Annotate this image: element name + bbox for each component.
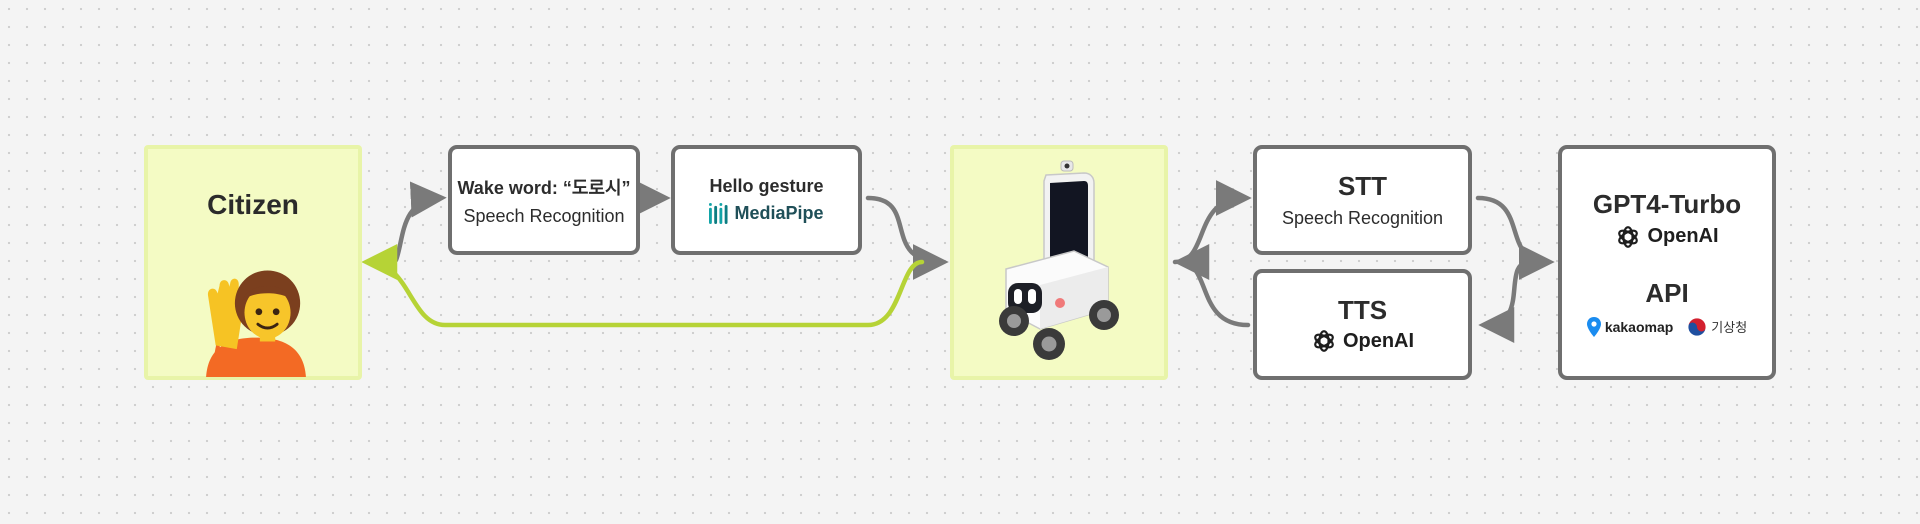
openai-icon <box>1618 225 1639 248</box>
hello-gesture-title: Hello gesture <box>709 176 824 196</box>
llm-api-box: GPT4-Turbo OpenAI API kakaomap 기상청 <box>1558 145 1776 380</box>
wake-word-subtitle: Speech Recognition <box>463 205 625 226</box>
stt-subtitle: Speech Recognition <box>1281 208 1444 228</box>
tts-box: TTS OpenAI <box>1253 269 1472 380</box>
arrow-gesture-to-robot <box>865 195 949 280</box>
kma-logo: 기상청 <box>1687 317 1747 337</box>
person-raising-hand-icon <box>206 270 306 377</box>
api-title: API <box>1645 277 1689 308</box>
stt-box: STT Speech Recognition <box>1253 145 1472 255</box>
arrow-robot-to-citizen <box>361 244 925 328</box>
arrow-stt-to-llm <box>1475 195 1555 280</box>
mediapipe-label: MediaPipe <box>734 203 824 223</box>
mediapipe-logo: MediaPipe <box>709 203 824 224</box>
robot-panel <box>950 145 1168 380</box>
arrow-robot-to-stt <box>1172 180 1252 265</box>
wake-word-title: Wake word: “도로시” <box>457 177 631 198</box>
kakaomap-label: kakaomap <box>1604 318 1674 335</box>
arrow-llm-to-tts <box>1478 259 1533 343</box>
tts-title: TTS <box>1337 295 1388 325</box>
tts-openai-logo: OpenAI <box>1311 328 1414 354</box>
citizen-panel: Citizen <box>144 145 362 380</box>
kma-label: 기상청 <box>1711 320 1748 335</box>
stt-title: STT <box>1337 171 1388 201</box>
gpt-openai-logo: OpenAI <box>1615 224 1719 250</box>
tts-openai-label: OpenAI <box>1342 329 1415 352</box>
gpt-title: GPT4-Turbo <box>1592 188 1742 219</box>
openai-icon <box>1314 330 1334 352</box>
robot-icon <box>999 160 1119 360</box>
api-logos: kakaomap 기상청 <box>1586 316 1747 337</box>
citizen-title: Citizen <box>207 189 299 220</box>
taegeuk-icon <box>1687 317 1707 336</box>
arrow-tts-to-robot <box>1173 244 1251 328</box>
arrow-citizen-to-wake <box>393 181 447 263</box>
kakaomap-logo: kakaomap <box>1586 316 1674 337</box>
mediapipe-icon <box>709 203 729 224</box>
map-pin-icon <box>1586 316 1601 337</box>
wake-word-box: Wake word: “도로시” Speech Recognition <box>448 145 640 255</box>
hello-gesture-box: Hello gesture MediaPipe <box>671 145 862 255</box>
gpt-openai-label: OpenAI <box>1647 225 1719 247</box>
